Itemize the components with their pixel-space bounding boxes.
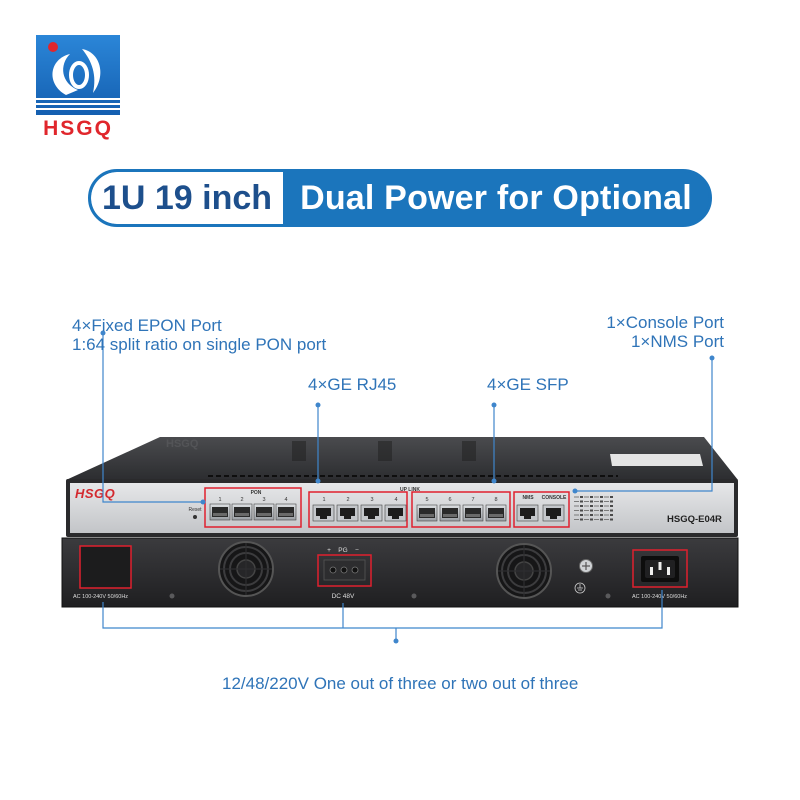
rj45-port-number: 1 — [322, 497, 325, 503]
callout-epon: 4×Fixed EPON Port 1:64 split ratio on si… — [72, 316, 326, 354]
dc-pg-label: PG — [338, 547, 347, 554]
ac-power-inlet-icon — [641, 556, 679, 582]
logo-emblem-icon — [36, 35, 120, 115]
front-edge-vents — [208, 472, 618, 477]
sfp-highlight-box — [411, 491, 511, 528]
callout-rj45: 4×GE RJ45 — [308, 375, 397, 394]
banner-headline: Dual Power for Optional — [300, 179, 692, 217]
sfp-port — [416, 504, 438, 522]
model-label: HSGQ-E04R — [667, 514, 722, 525]
pon-label: PON — [251, 490, 262, 496]
callout-dots — [100, 330, 715, 644]
dc-terminal-block — [323, 559, 366, 581]
pon-port — [209, 503, 231, 521]
callout-console-line2: 1×NMS Port — [630, 332, 724, 351]
callout-epon-line1: 4×Fixed EPON Port — [72, 316, 222, 335]
epon-leader-line — [102, 333, 203, 503]
sfp-port-number: 7 — [471, 497, 474, 503]
ac-right-label: AC 100-240V 50/60Hz — [632, 594, 687, 600]
rj45-port-number: 2 — [346, 497, 349, 503]
sfp-port-number: 5 — [425, 497, 428, 503]
ac-right-highlight-box — [632, 549, 688, 588]
brand-logo: HSGQ — [36, 35, 120, 145]
status-led-grid — [573, 494, 613, 521]
banner-form-factor: 1U 19 inch — [91, 172, 283, 224]
nms-label: NMS — [522, 495, 534, 501]
sfp-port-number: 8 — [494, 497, 497, 503]
callout-console: 1×Console Port 1×NMS Port — [606, 313, 724, 351]
front-brand: HSGQ — [75, 486, 115, 501]
pon-port — [231, 503, 253, 521]
rj45-port — [360, 504, 383, 522]
pon-port — [253, 503, 275, 521]
pon-port — [275, 503, 297, 521]
console-leader-line — [575, 358, 713, 492]
ground-symbol-icon — [574, 582, 586, 594]
pon-port-number: 4 — [284, 497, 287, 503]
rear-panel — [61, 537, 739, 608]
rj45-port-number: 3 — [370, 497, 373, 503]
top-vent-slots — [292, 441, 476, 461]
pon-port-number: 2 — [240, 497, 243, 503]
console-label: CONSOLE — [542, 495, 567, 501]
sfp-port — [439, 504, 461, 522]
callout-power: 12/48/220V One out of three or two out o… — [222, 674, 579, 693]
fan-left-icon — [218, 541, 274, 597]
ground-screw-icon — [579, 559, 593, 573]
sfp-port-number: 6 — [448, 497, 451, 503]
uplink-label: UP LINK — [400, 487, 420, 493]
reset-button — [193, 515, 197, 519]
ac-left-blank-plate — [79, 545, 132, 589]
top-brand-label: HSGQ — [166, 438, 199, 450]
rj45-port-number: 4 — [394, 497, 397, 503]
pon-highlight-box — [204, 487, 302, 528]
sfp-port — [485, 504, 507, 522]
reset-label: Reset — [188, 507, 202, 513]
top-sticker — [610, 454, 703, 466]
pon-port-number: 1 — [218, 497, 221, 503]
dc-plus-label: + — [327, 547, 331, 554]
logo-wordmark: HSGQ — [43, 117, 113, 140]
ac-left-label: AC 100-240V 50/60Hz — [73, 594, 128, 600]
rj45-port — [312, 504, 335, 522]
dc-highlight-box — [317, 554, 372, 587]
callout-sfp: 4×GE SFP — [487, 375, 569, 394]
dc-minus-label: − — [355, 547, 359, 554]
callout-console-line1: 1×Console Port — [606, 313, 724, 332]
rj45-highlight-box — [308, 491, 408, 528]
console-port — [542, 504, 565, 522]
callout-lines — [102, 333, 713, 640]
pon-port-number: 3 — [262, 497, 265, 503]
power-leader-line — [102, 590, 663, 629]
dc-input-label: DC 48V — [332, 593, 355, 600]
chassis-top — [66, 437, 738, 480]
nms-port — [516, 504, 539, 522]
rj45-port — [336, 504, 359, 522]
rear-screws — [169, 593, 611, 599]
fan-right-icon — [496, 543, 552, 599]
sfp-port — [462, 504, 484, 522]
management-highlight-box — [513, 491, 570, 528]
callout-epon-line2: 1:64 split ratio on single PON port — [72, 335, 327, 354]
rj45-port — [384, 504, 407, 522]
title-banner: 1U 19 inch Dual Power for Optional — [88, 169, 712, 227]
